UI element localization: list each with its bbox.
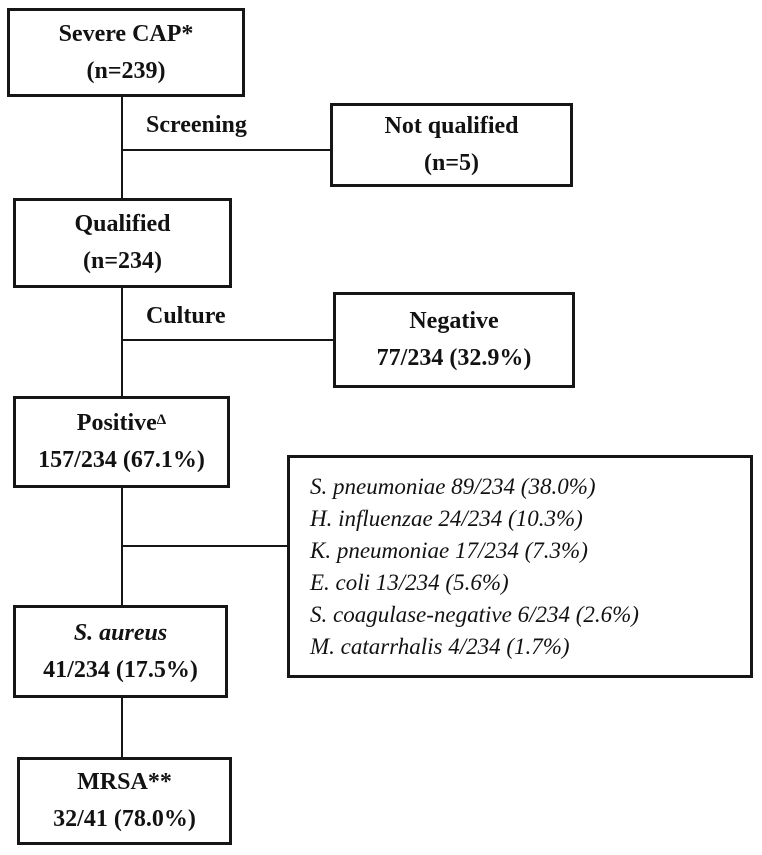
node-s-aureus: S. aureus 41/234 (17.5%) <box>13 605 228 698</box>
node-positive-title: PositiveΔ <box>77 405 166 442</box>
node-qualified: Qualified (n=234) <box>13 198 232 288</box>
node-negative: Negative 77/234 (32.9%) <box>333 292 575 388</box>
node-mrsa-count: 32/41 (78.0%) <box>53 806 196 832</box>
node-organism-breakdown: S. pneumoniae 89/234 (38.0%) H. influenz… <box>287 455 753 678</box>
organism-item-m-catarrhalis: M. catarrhalis 4/234 (1.7%) <box>310 633 570 659</box>
node-not-qualified: Not qualified (n=5) <box>330 103 573 187</box>
connector-saureus-to-mrsa <box>121 698 123 757</box>
connector-branch-negative <box>121 339 333 341</box>
node-positive-superscript-delta: Δ <box>156 412 167 428</box>
connector-branch-organisms <box>121 545 287 547</box>
organism-item-e-coli: E. coli 13/234 (5.6%) <box>310 569 509 595</box>
node-mrsa-title: MRSA** <box>77 769 172 795</box>
connector-branch-not-qualified <box>121 149 330 151</box>
node-positive-title-text: Positive <box>76 410 157 436</box>
node-positive: PositiveΔ 157/234 (67.1%) <box>13 396 230 488</box>
node-severe-cap-count: (n=239) <box>86 57 166 84</box>
node-qualified-count: (n=234) <box>82 248 162 274</box>
connector-severe-to-qualified <box>121 97 123 198</box>
organism-item-k-pneumoniae: K. pneumoniae 17/234 (7.3%) <box>310 537 588 563</box>
organism-item-s-coagulase-negative: S. coagulase-negative 6/234 (2.6%) <box>310 601 639 627</box>
node-not-qualified-title: Not qualified <box>384 113 519 139</box>
organism-item-h-influenzae: H. influenzae 24/234 (10.3%) <box>310 505 583 531</box>
node-negative-count: 77/234 (32.9%) <box>376 345 532 371</box>
node-positive-count: 157/234 (67.1%) <box>38 447 205 473</box>
node-qualified-title: Qualified <box>74 211 171 237</box>
connector-qualified-to-positive <box>121 288 123 396</box>
node-mrsa: MRSA** 32/41 (78.0%) <box>17 757 232 845</box>
edge-label-culture: Culture <box>146 303 226 329</box>
node-negative-title: Negative <box>409 308 499 334</box>
edge-label-screening: Screening <box>146 112 247 138</box>
node-severe-cap-title: Severe CAP* <box>58 20 194 47</box>
node-severe-cap: Severe CAP* (n=239) <box>7 8 245 97</box>
node-not-qualified-count: (n=5) <box>423 150 479 176</box>
node-s-aureus-count: 41/234 (17.5%) <box>43 656 198 683</box>
node-s-aureus-title: S. aureus <box>73 619 168 646</box>
organism-item-s-pneumoniae: S. pneumoniae 89/234 (38.0%) <box>310 473 596 499</box>
